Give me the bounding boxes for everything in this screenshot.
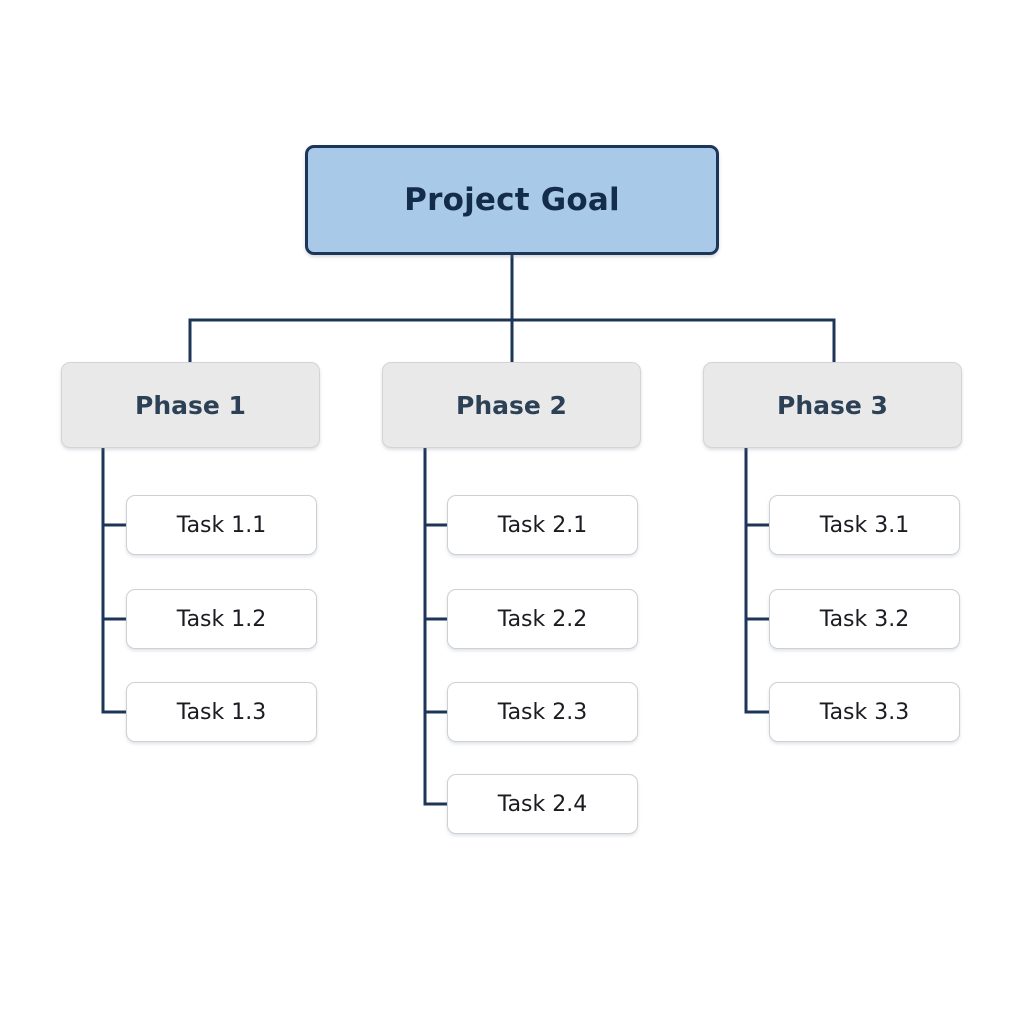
node-phase-3-label: Phase 3 — [777, 390, 888, 420]
node-task-2-1[interactable]: Task 2.1 — [447, 495, 638, 555]
node-task-2-1-label: Task 2.1 — [497, 512, 588, 538]
node-task-2-4-label: Task 2.4 — [497, 791, 588, 817]
node-phase-1[interactable]: Phase 1 — [61, 362, 320, 448]
node-task-2-2[interactable]: Task 2.2 — [447, 589, 638, 649]
node-phase-1-label: Phase 1 — [135, 390, 246, 420]
node-task-1-2-label: Task 1.2 — [176, 606, 267, 632]
node-project-goal[interactable]: Project Goal — [305, 145, 719, 255]
node-task-3-3[interactable]: Task 3.3 — [769, 682, 960, 742]
node-phase-2-label: Phase 2 — [456, 390, 567, 420]
node-task-1-1-label: Task 1.1 — [176, 512, 267, 538]
node-task-2-3-label: Task 2.3 — [497, 699, 588, 725]
node-task-1-2[interactable]: Task 1.2 — [126, 589, 317, 649]
node-task-1-3[interactable]: Task 1.3 — [126, 682, 317, 742]
node-phase-2[interactable]: Phase 2 — [382, 362, 641, 448]
node-task-3-2[interactable]: Task 3.2 — [769, 589, 960, 649]
node-task-2-4[interactable]: Task 2.4 — [447, 774, 638, 834]
node-task-3-1[interactable]: Task 3.1 — [769, 495, 960, 555]
node-task-2-2-label: Task 2.2 — [497, 606, 588, 632]
node-task-3-2-label: Task 3.2 — [819, 606, 910, 632]
node-project-goal-label: Project Goal — [404, 182, 620, 218]
node-task-2-3[interactable]: Task 2.3 — [447, 682, 638, 742]
node-task-1-1[interactable]: Task 1.1 — [126, 495, 317, 555]
node-task-3-1-label: Task 3.1 — [819, 512, 910, 538]
node-phase-3[interactable]: Phase 3 — [703, 362, 962, 448]
node-task-3-3-label: Task 3.3 — [819, 699, 910, 725]
node-task-1-3-label: Task 1.3 — [176, 699, 267, 725]
